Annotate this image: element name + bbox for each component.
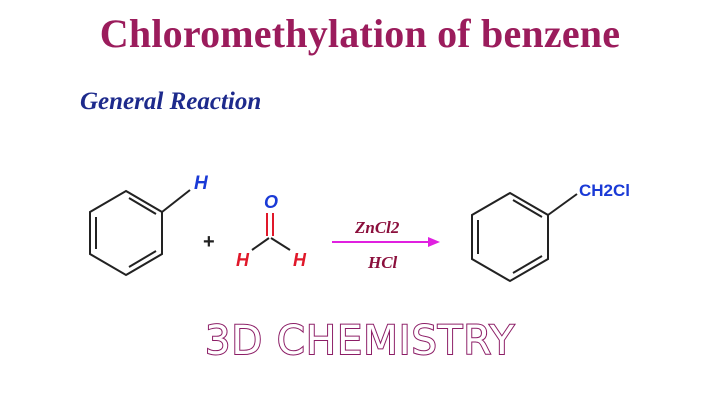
hydrogen-left-label: H — [236, 250, 250, 270]
arrow-head — [428, 237, 440, 247]
plus-sign: + — [203, 231, 215, 253]
c-ch2cl-bond — [547, 193, 578, 216]
benzyl-chloride-product — [471, 191, 578, 283]
double-bond — [128, 197, 157, 215]
reaction-arrow — [332, 237, 440, 247]
ch2cl-label: CH2Cl — [579, 181, 630, 200]
benzene-ring — [89, 189, 163, 277]
c-h-bond — [161, 189, 191, 213]
double-bond — [512, 199, 543, 218]
benzene-ring — [471, 191, 549, 283]
double-bond — [128, 250, 157, 268]
c-h-bond — [251, 237, 270, 251]
benzene-reactant — [89, 189, 191, 277]
reagent-label: HCl — [367, 253, 398, 272]
double-bond — [512, 255, 543, 274]
hydrogen-right-label: H — [293, 250, 307, 270]
page-title: Chloromethylation of benzene — [99, 11, 621, 56]
watermark-logo: 3D CHEMISTRY — [204, 317, 516, 365]
section-heading: General Reaction — [80, 88, 262, 115]
hydrogen-label: H — [194, 173, 209, 194]
oxygen-label: O — [264, 192, 278, 212]
formaldehyde: O H H — [236, 192, 307, 270]
c-h-bond — [270, 237, 291, 251]
catalyst-label: ZnCl2 — [354, 218, 400, 237]
